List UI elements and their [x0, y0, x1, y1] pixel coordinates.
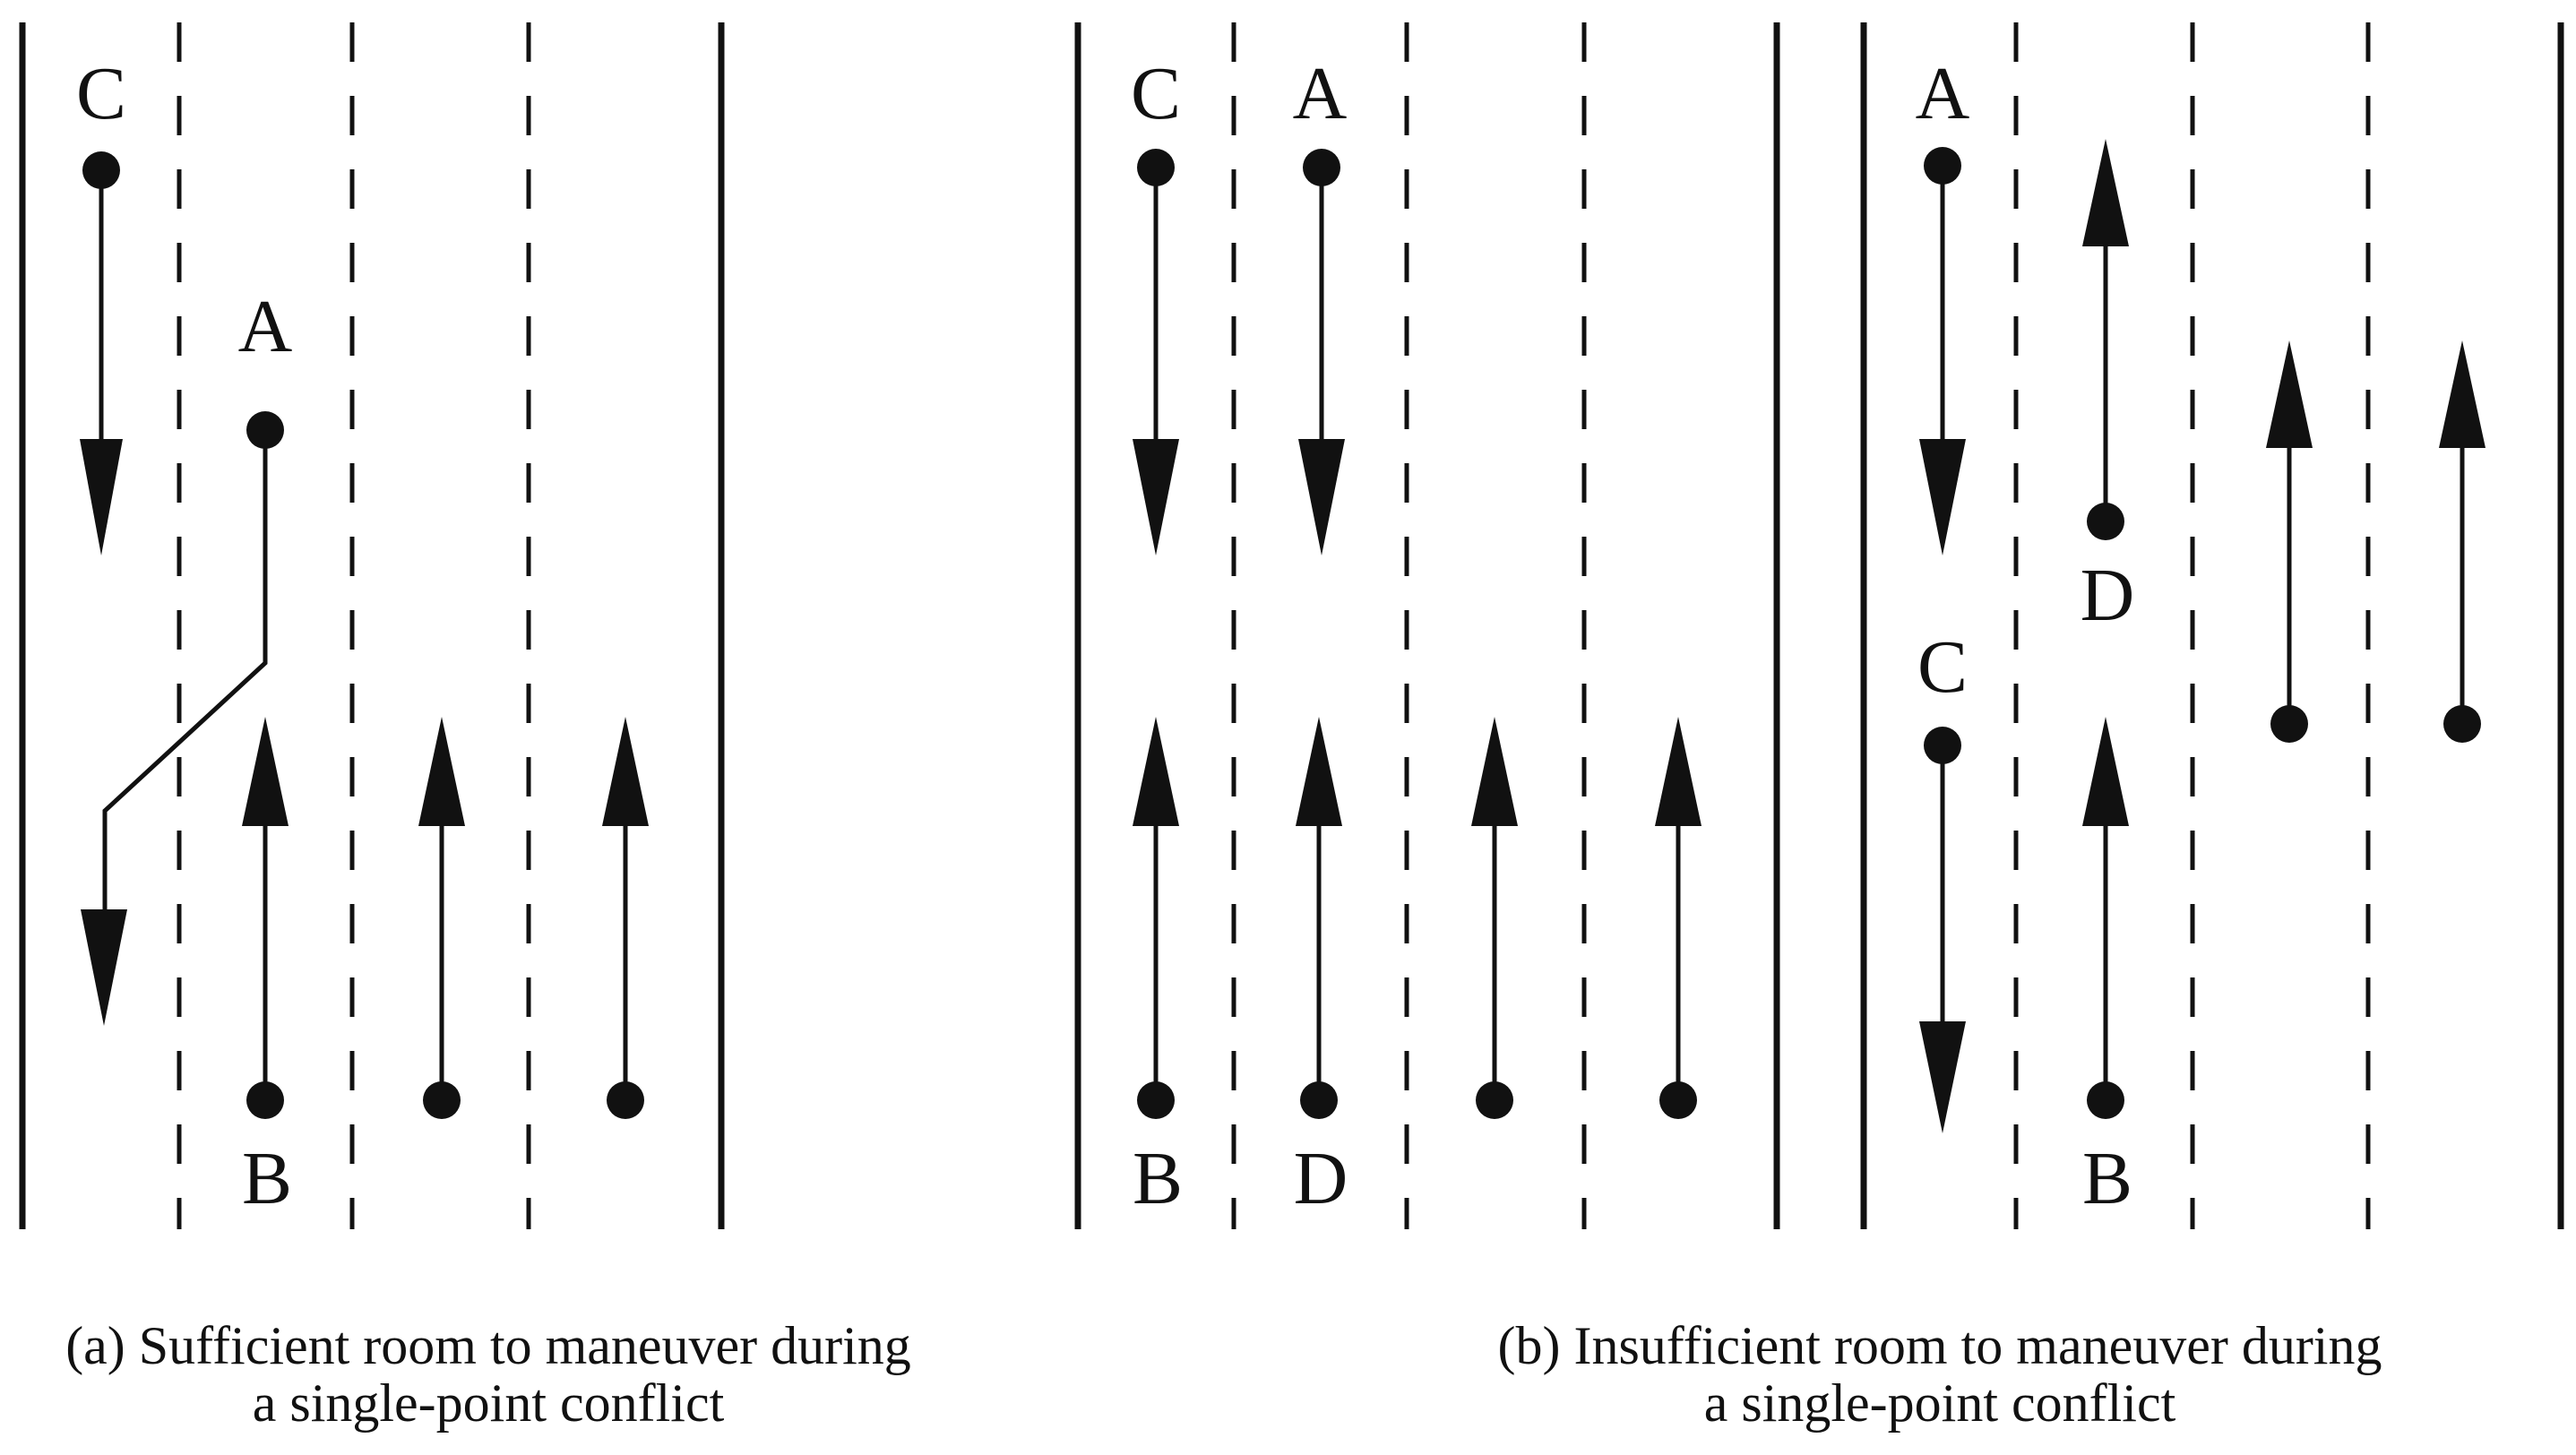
road-edges [19, 22, 725, 1229]
label-c: C [1131, 52, 1181, 135]
vehicle-path [2266, 340, 2313, 743]
arrow-up-icon [2439, 340, 2486, 448]
lane-dividers [1231, 22, 1587, 1229]
vehicle-dot [246, 1081, 284, 1119]
vehicle-path [602, 717, 649, 1119]
arrow-down-icon [81, 909, 127, 1026]
vehicle-d-path [1296, 717, 1342, 1119]
arrow-down-icon [1919, 439, 1966, 555]
vehicle-c-path [1919, 727, 1966, 1133]
vehicle-b-path [2082, 717, 2129, 1119]
arrow-up-icon [1655, 717, 1702, 826]
arrow-up-icon [1296, 717, 1342, 826]
arrow-up-icon [1471, 717, 1518, 826]
caption-panel-b: (b) Insufficient room to maneuver during… [1371, 1317, 2509, 1432]
vehicle-dot [1476, 1081, 1513, 1119]
label-c: C [1917, 625, 1968, 709]
arrow-down-icon [80, 439, 123, 555]
vehicle-dot [1659, 1081, 1697, 1119]
vehicle-a-path [81, 411, 284, 1026]
label-c: C [76, 52, 126, 135]
vehicle-dot [1303, 149, 1340, 186]
arrow-up-icon [2266, 340, 2313, 448]
vehicle-dot [1137, 149, 1175, 186]
label-a: A [1916, 52, 1970, 135]
arrow-down-icon [1919, 1021, 1966, 1133]
arrow-up-icon [602, 717, 649, 826]
vehicle-b-path [1133, 717, 1179, 1119]
vehicle-dot [1924, 727, 1961, 764]
arrow-up-icon [418, 717, 465, 826]
vehicle-d-path [2082, 139, 2129, 540]
caption-panel-a: (a) Sufficient room to maneuver during a… [0, 1317, 977, 1432]
road-edges [1860, 22, 2564, 1229]
arrow-up-icon [1133, 717, 1179, 826]
arrow-up-icon [242, 717, 289, 826]
caption-line: a single-point conflict [1703, 1373, 2176, 1433]
vehicle-dot [423, 1081, 461, 1119]
vehicle-b-path [242, 717, 289, 1119]
vehicle-dot [82, 151, 120, 189]
road-edges [1074, 22, 1780, 1229]
panel-a: C A B [19, 22, 725, 1229]
vehicle-path [418, 717, 465, 1119]
lane-dividers [2013, 22, 2371, 1229]
vehicle-dot [1300, 1081, 1338, 1119]
arrow-up-icon [2082, 717, 2129, 826]
caption-line: (a) Sufficient room to maneuver during [65, 1316, 911, 1375]
vehicle-path [2439, 340, 2486, 743]
label-b: B [242, 1137, 292, 1220]
vehicle-dot [2443, 705, 2481, 743]
arrow-down-icon [1298, 439, 1345, 555]
vehicle-path [1471, 717, 1518, 1119]
vehicle-c-path [1133, 149, 1179, 555]
vehicle-dot [246, 411, 284, 449]
label-b: B [1133, 1137, 1183, 1220]
lane-dividers [177, 22, 531, 1229]
vehicle-path [1655, 717, 1702, 1119]
vehicle-dot [2087, 1081, 2124, 1119]
caption-line: (b) Insufficient room to maneuver during [1497, 1316, 2382, 1375]
vehicle-c-path [80, 151, 123, 555]
label-a: A [1293, 52, 1348, 135]
vehicle-dot [2087, 503, 2124, 540]
label-b: B [2082, 1137, 2132, 1220]
arrow-up-icon [2082, 139, 2129, 246]
label-d: D [1294, 1137, 1348, 1220]
label-d: D [2081, 554, 2135, 637]
vehicle-dot [1137, 1081, 1175, 1119]
vehicle-dot [2270, 705, 2308, 743]
vehicle-dot [607, 1081, 644, 1119]
panel-b-left: C A B D [1074, 22, 1780, 1229]
vehicle-dot [1924, 147, 1961, 185]
label-a: A [238, 285, 293, 368]
caption-line: a single-point conflict [252, 1373, 725, 1433]
vehicle-a-path [1919, 147, 1966, 555]
vehicle-a-path [1298, 149, 1345, 555]
arrow-down-icon [1133, 439, 1179, 555]
panel-b-right: A D C B [1860, 22, 2564, 1229]
